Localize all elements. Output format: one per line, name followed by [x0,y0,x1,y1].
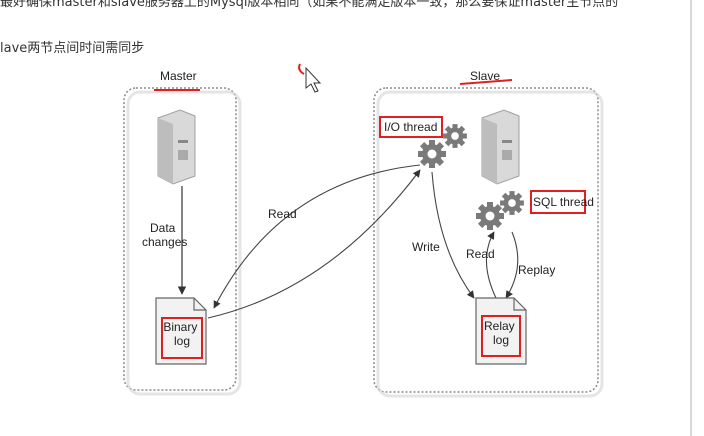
sql-thread-label: SQL thread [533,195,594,209]
replay-label: Replay [518,263,555,277]
write-label: Write [412,240,440,254]
relay-log-document: Relay log [475,297,527,365]
scrollbar-track[interactable] [690,0,692,436]
data-changes-line-2: changes [142,235,187,249]
mouse-cursor-icon [305,66,322,93]
write-arrow [431,171,475,299]
data-changes-line-1: Data [150,221,176,235]
io-thread-highlight [379,116,443,138]
svg-text:Binary log: Binary log [163,320,200,348]
read-label: Read [268,207,297,221]
master-panel [123,87,237,391]
relay-log-line-2: log [493,333,509,347]
intro-text-line-1: 最好确保master和slave服务器上的Mysql版本相同（如果不能满足版本一… [0,0,619,10]
relay-log-line-1: Relay [484,319,515,333]
relay-log-highlight [481,315,521,357]
read-arrow-to-binlog [213,164,421,309]
red-pen-mark [298,63,305,75]
sql-thread-highlight [530,190,586,214]
slave-server-icon [481,109,520,185]
master-title: Master [160,69,197,83]
binary-log-line-1: Binary [163,320,197,334]
svg-text:Relay log: Relay log [484,319,518,347]
data-changes-label: Data changes [142,221,187,249]
read-relay-label: Read [466,247,495,261]
replay-arrow [505,231,519,299]
read-arrow-to-io [207,169,421,319]
binary-log-line-2: log [174,334,190,348]
slave-title: Slave [470,69,500,83]
binary-log-document: Binary log [155,297,207,365]
intro-text-line-2: lave两节点间时间需同步 [0,41,145,56]
binary-log-highlight [161,317,203,359]
master-server-icon [157,109,196,185]
io-thread-label: I/O thread [384,120,437,134]
slave-underline [459,79,513,85]
read-relay-arrow [485,231,497,299]
